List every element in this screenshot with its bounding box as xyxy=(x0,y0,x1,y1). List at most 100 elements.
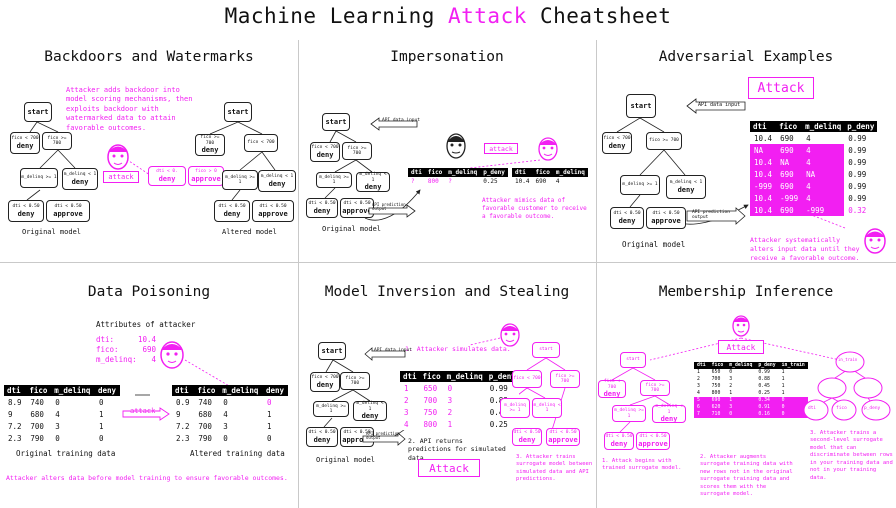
attack-button[interactable]: Attack xyxy=(748,77,814,99)
cell: 690 xyxy=(776,144,803,156)
node-condition: fico >= 700 xyxy=(345,375,365,386)
attack-arrow xyxy=(122,406,170,421)
cell: NA xyxy=(802,168,845,180)
node-label: approve xyxy=(258,209,288,218)
node-condition: dti < 0.50 xyxy=(639,434,667,440)
cell: 10.4 xyxy=(750,192,777,204)
tree-node-mdelinq-ge: m_delinq >= 1 xyxy=(316,172,352,188)
cell: -999 xyxy=(750,180,777,192)
cell: -999 xyxy=(802,204,845,216)
cell: 10.4 xyxy=(515,178,530,185)
cell: 690 xyxy=(776,204,803,216)
attacker-face-icon xyxy=(158,338,186,370)
cell: 0.99 xyxy=(848,133,867,143)
node-condition: dti < 0.50 xyxy=(513,430,541,436)
col-fico: fico xyxy=(419,371,444,382)
cell: 0.25 xyxy=(758,391,770,396)
cell: 3 xyxy=(404,407,409,417)
cell: 750 xyxy=(711,384,721,389)
col-deny: deny xyxy=(263,385,288,396)
cell: 1 xyxy=(726,397,756,404)
node-condition: m_delinq < 1 xyxy=(63,172,97,178)
cell: 2 xyxy=(404,395,409,405)
col-m-delinq: m_delinq xyxy=(443,371,486,382)
cell: 1 xyxy=(781,377,785,382)
node-label: approve xyxy=(191,174,221,183)
node-condition: fico < 700 xyxy=(603,136,631,142)
cell: 1 xyxy=(267,409,272,419)
node-label: deny xyxy=(361,412,379,421)
cell: 3 xyxy=(726,404,756,411)
attack-button[interactable]: attack xyxy=(103,171,139,183)
inversion-step-3: 3. Attacker trains surrogate model betwe… xyxy=(516,454,593,483)
inversion-step-1: 1. Attacker simulates data. xyxy=(405,345,511,353)
cell: 700 xyxy=(198,421,212,431)
cell: 0 xyxy=(99,397,104,407)
cell: 0.91 xyxy=(755,404,779,411)
node-condition: m_delinq >= 1 xyxy=(504,402,526,413)
node-label: approve xyxy=(342,435,372,444)
inversion-step-2: 2. API returns predictions for simulated… xyxy=(408,437,506,462)
cell: 2 xyxy=(447,407,453,417)
cell: 750 xyxy=(423,407,438,417)
node-condition: m_delinq >= 1 xyxy=(319,174,349,185)
cell: 680 xyxy=(198,409,212,419)
cell: 10.4 xyxy=(754,133,773,143)
membership-step-3: 3. Attacker trains a second-level surrog… xyxy=(810,430,893,481)
node-label: deny xyxy=(660,415,678,424)
node-condition: dti < 0.50 xyxy=(218,204,246,210)
node-label: deny xyxy=(268,179,286,188)
cell: 0 xyxy=(729,370,733,375)
col-p-deny: p_deny xyxy=(844,121,878,132)
cell: 0.99 xyxy=(844,156,878,168)
col-p-deny: p_deny xyxy=(755,362,779,369)
col-in-train: in_train xyxy=(778,362,808,369)
cell: NA xyxy=(750,144,777,156)
api-output-arrow xyxy=(686,207,746,225)
cell: 0 xyxy=(55,433,60,443)
node-condition: dti < 0.50 xyxy=(605,434,633,440)
col-m-delinq: m_delinq xyxy=(219,385,263,396)
node-condition: dti < 0.50 xyxy=(549,430,577,436)
node-condition: m_delinq >= 1 xyxy=(225,174,255,185)
attack-button[interactable]: attack xyxy=(484,143,518,154)
attribute-key: dti: xyxy=(96,335,115,344)
impersonation-title: Impersonation xyxy=(390,49,504,65)
node-label: approve xyxy=(548,435,578,444)
cell: 1 xyxy=(781,384,785,389)
title-highlight: Attack xyxy=(448,4,527,28)
node-label: deny xyxy=(313,435,331,444)
cell: 0 xyxy=(99,433,104,443)
attack-button[interactable]: Attack xyxy=(718,340,764,354)
node-condition: dti < 0.50 xyxy=(652,211,680,217)
tree-node-start: start xyxy=(224,102,252,122)
node-label: deny xyxy=(603,390,621,399)
col-dti: dti xyxy=(408,168,425,177)
cell: 3 xyxy=(697,384,700,389)
cell: 690 xyxy=(776,180,803,192)
cell: 0.99 xyxy=(844,192,878,204)
caption-original-model: Original model xyxy=(322,225,382,233)
api-output-arrow xyxy=(362,431,406,446)
cell: 9 xyxy=(176,409,181,419)
node-label: deny xyxy=(610,439,628,448)
attack-arrow-label[interactable]: attack xyxy=(130,407,156,415)
attacker-face-icon xyxy=(730,312,752,338)
attack-button[interactable]: Attack xyxy=(418,459,480,477)
col-p-deny: p_deny xyxy=(480,168,508,177)
tree-node-mdelinq-ge: m_delinq >= 1 xyxy=(222,170,258,190)
cell: 1 xyxy=(99,421,104,431)
cell: 0.88 xyxy=(489,395,508,405)
cell: 0.45 xyxy=(489,407,508,417)
api-input-arrow xyxy=(370,116,418,131)
circle-node-label: fico xyxy=(836,406,847,411)
node-label: start xyxy=(325,117,347,126)
second-level-surrogate-tree xyxy=(800,350,894,422)
